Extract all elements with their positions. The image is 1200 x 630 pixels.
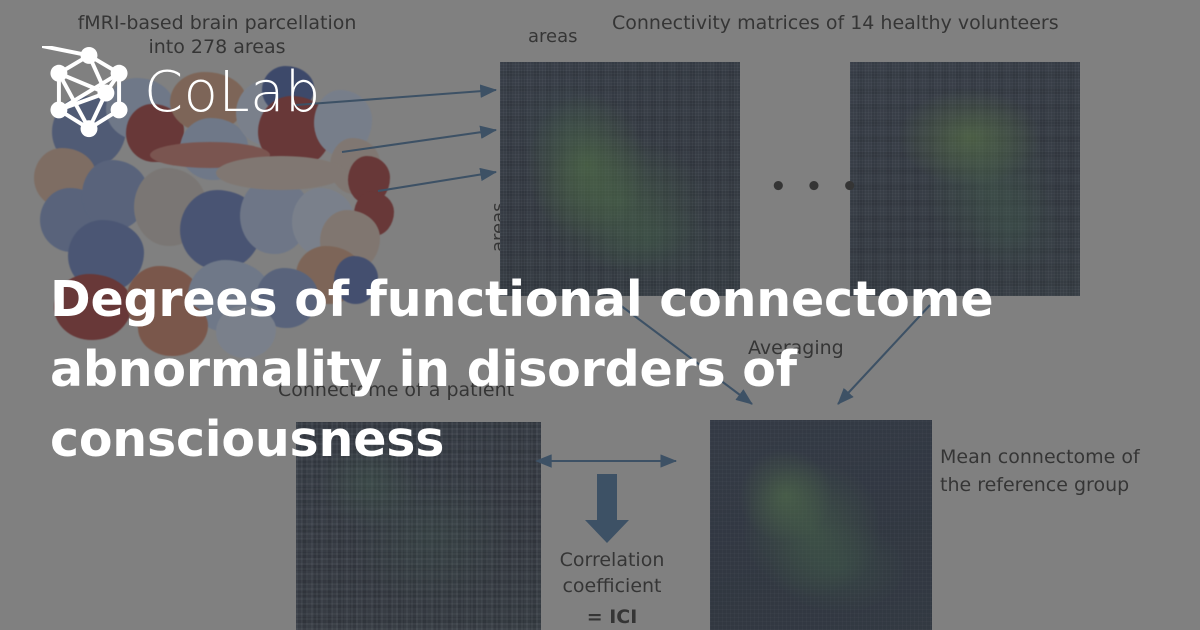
colab-wordmark: CoLab <box>144 60 321 125</box>
colab-logo[interactable]: CoLab <box>42 46 321 140</box>
network-graph-icon <box>42 46 128 138</box>
page-title: Degrees of functional connectome abnorma… <box>50 270 994 468</box>
